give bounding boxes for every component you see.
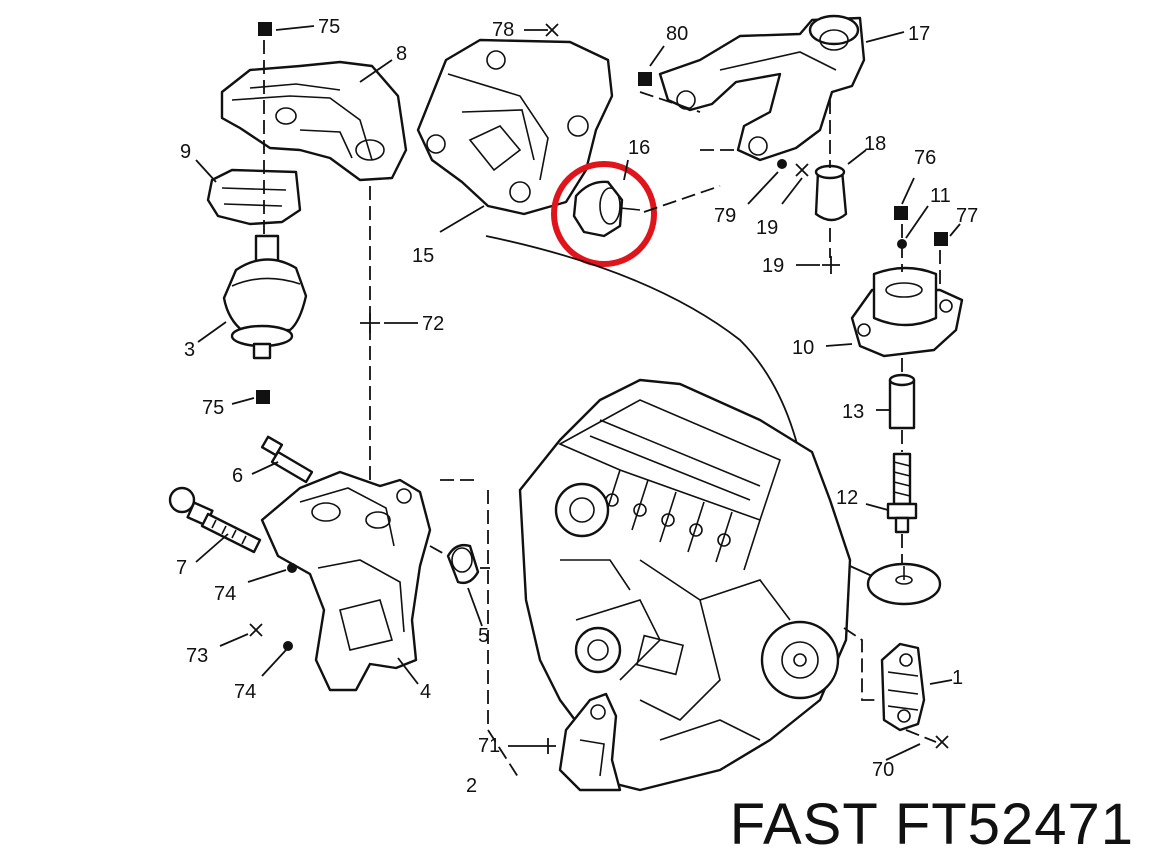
callout-2: 2 [466,775,477,797]
callout-15: 15 [412,245,434,267]
bolt-sleeve-part-18 [814,164,848,222]
callout-76: 76 [914,147,936,169]
callout-71: 71 [478,735,500,757]
callout-73: 73 [186,645,208,667]
spacer-sleeve-part-13 [888,373,916,430]
engine-bracket-part-15 [416,38,614,216]
callout-79: 79 [714,205,736,227]
right-mount-part-10 [850,266,964,358]
bushing-part-16 [572,180,641,238]
support-arm-part-17 [658,14,866,162]
callout-12: 12 [836,487,858,509]
bolt-part-7 [168,486,262,554]
lower-bracket-part-2 [558,692,622,792]
callout-75-top: 75 [318,16,340,38]
callout-72: 72 [422,313,444,335]
part-number-caption: FAST FT52471 [729,792,1134,857]
washer-plate-part-14 [866,562,942,606]
callout-7: 7 [176,557,187,579]
callout-9: 9 [180,141,191,163]
callout-77: 77 [956,205,978,227]
callout-18: 18 [864,133,886,155]
callout-8: 8 [396,43,407,65]
engine-mount-bracket-part-4 [260,470,432,692]
callout-80: 80 [666,23,688,45]
callout-19-lower: 19 [762,255,784,277]
callout-6: 6 [232,465,243,487]
callout-17: 17 [908,23,930,45]
callout-74-upper: 74 [214,583,236,605]
callout-5: 5 [478,625,489,647]
callout-75-bottom: 75 [202,397,224,419]
engine-block-assembly [518,378,852,792]
callout-74-lower: 74 [234,681,256,703]
callout-78: 78 [492,19,514,41]
callout-11: 11 [930,185,951,207]
callout-13: 13 [842,401,864,423]
callout-1: 1 [952,667,963,689]
callout-3: 3 [184,339,195,361]
callout-16: 16 [628,137,650,159]
bushing-part-5 [446,543,480,585]
highlight-circle [551,161,657,267]
callout-10: 10 [792,337,814,359]
upper-left-bracket-part-8 [220,60,408,182]
callout-4: 4 [420,681,431,703]
lower-mount-part-1 [880,642,926,732]
heat-shield-part-9 [206,168,302,226]
callout-19-upper: 19 [756,217,778,239]
callout-70: 70 [872,759,894,781]
bolt-part-6 [260,435,314,484]
stud-bolt-part-12 [886,452,918,534]
hydraulic-mount-part-3 [222,234,308,360]
